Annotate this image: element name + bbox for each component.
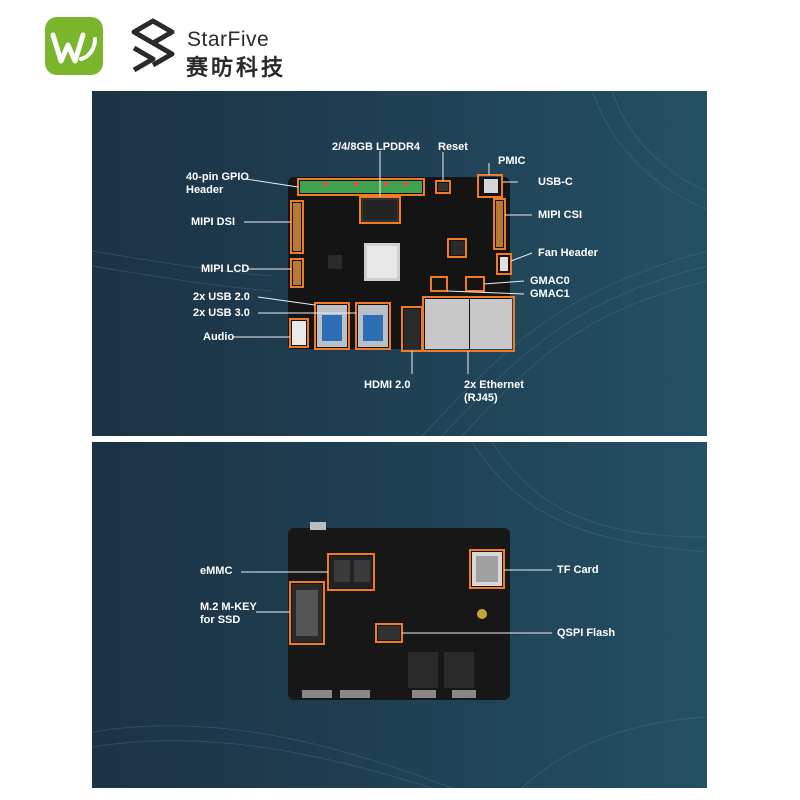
label-emmc: eMMC	[200, 565, 233, 577]
label-ethernet: 2x Ethernet (RJ45)	[464, 379, 524, 404]
label-usbc: USB-C	[538, 176, 573, 188]
label-fan-header: Fan Header	[538, 247, 598, 259]
label-m2: M.2 M-KEY for SSD	[200, 601, 257, 626]
label-lpddr4: 2/4/8GB LPDDR4	[332, 141, 421, 153]
board-bottom-view	[288, 522, 510, 700]
gpio-header	[300, 181, 422, 193]
wave-background	[92, 91, 707, 436]
label-gpio: 40-pin GPIO Header	[186, 171, 249, 196]
label-pmic: PMIC	[498, 155, 526, 167]
brand-name-english: StarFive	[187, 28, 270, 51]
label-mipi-dsi: MIPI DSI	[191, 216, 236, 228]
label-audio: Audio	[203, 331, 235, 343]
top-panel: 2/4/8GB LPDDR4 Reset PMIC USB-C 40-pin G…	[92, 91, 707, 436]
label-mipi-csi: MIPI CSI	[538, 209, 583, 221]
label-usb3: 2x USB 3.0	[193, 307, 250, 319]
label-qspi: QSPI Flash	[557, 627, 616, 639]
label-tf-card: TF Card	[557, 564, 599, 576]
wave-background	[92, 442, 707, 788]
label-gmac0: GMAC0	[530, 275, 570, 287]
waveshare-logo-icon	[45, 17, 103, 75]
label-reset: Reset	[438, 141, 468, 153]
label-usb2: 2x USB 2.0	[193, 291, 250, 303]
label-hdmi: HDMI 2.0	[364, 379, 411, 391]
bottom-panel: eMMC M.2 M-KEY for SSD TF Card QSPI Flas…	[92, 442, 707, 788]
starfive-logo-icon	[131, 18, 175, 73]
brand-name-chinese: 赛昉科技	[186, 55, 287, 80]
label-gmac1: GMAC1	[530, 288, 570, 300]
label-mipi-lcd: MIPI LCD	[201, 263, 250, 275]
